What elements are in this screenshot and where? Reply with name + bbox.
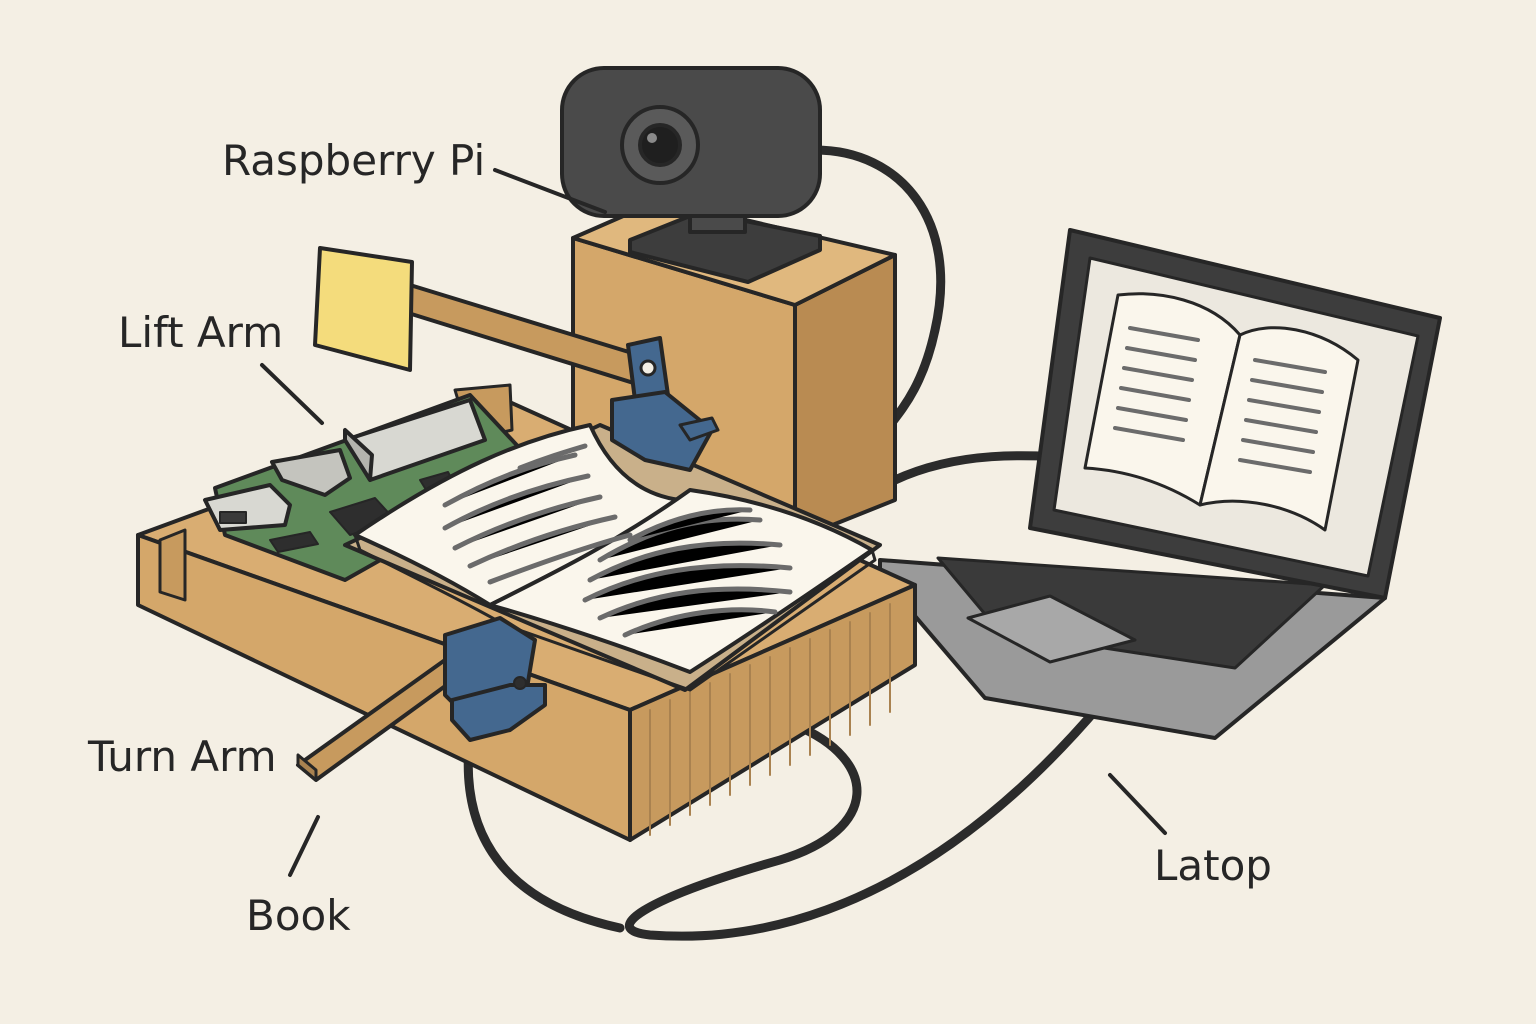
turn-clamp-knob	[513, 676, 527, 690]
base-right-face	[628, 583, 917, 842]
cables	[463, 145, 1105, 941]
label-laptop: Latop	[1154, 841, 1272, 890]
power-cable-loop	[625, 700, 1105, 941]
label-lift-arm: Lift Arm	[118, 308, 284, 357]
webcam	[560, 66, 822, 284]
pi-connector	[269, 531, 319, 553]
leader-raspberry-pi	[493, 168, 607, 214]
lift-clamp-hole	[639, 359, 657, 377]
screen-book-right-page	[1198, 326, 1360, 532]
pi-hdmi-hole	[219, 511, 247, 524]
turn-arm-clamp	[443, 616, 547, 742]
base-rail	[158, 528, 187, 602]
raspberry-pi-board	[203, 393, 542, 582]
screen-book-text-lines	[1113, 326, 1327, 474]
lift-clamp-screw	[678, 416, 720, 442]
leader-laptop	[1108, 773, 1167, 835]
laptop-key-area	[936, 556, 1327, 670]
label-raspberry-pi: Raspberry Pi	[222, 136, 486, 185]
leader-lines	[260, 168, 1167, 877]
lift-arm-clamp	[610, 336, 720, 472]
webcam-lens	[638, 123, 682, 167]
pi-ethernet-port	[270, 448, 352, 497]
base-wood-grain	[649, 603, 891, 836]
lift-clamp-base	[610, 390, 714, 472]
turn-arm-end	[296, 753, 318, 782]
lift-arm	[313, 246, 720, 472]
label-turn-arm: Turn Arm	[88, 732, 277, 781]
open-book	[343, 423, 882, 692]
book-text-lines	[442, 443, 793, 638]
pi-usb-port-block-1-front	[343, 428, 374, 482]
turn-arm	[296, 616, 547, 782]
screen-book-image	[1083, 292, 1360, 532]
camera-cable	[810, 145, 946, 445]
clamp-cable	[463, 730, 625, 933]
sticky-note	[313, 246, 414, 372]
leader-lift-arm	[260, 363, 324, 425]
webcam-lens-glint	[647, 133, 657, 143]
label-book: Book	[246, 891, 351, 940]
leader-book	[288, 815, 320, 877]
laptop-touchpad	[966, 594, 1137, 664]
laptop	[878, 228, 1442, 740]
